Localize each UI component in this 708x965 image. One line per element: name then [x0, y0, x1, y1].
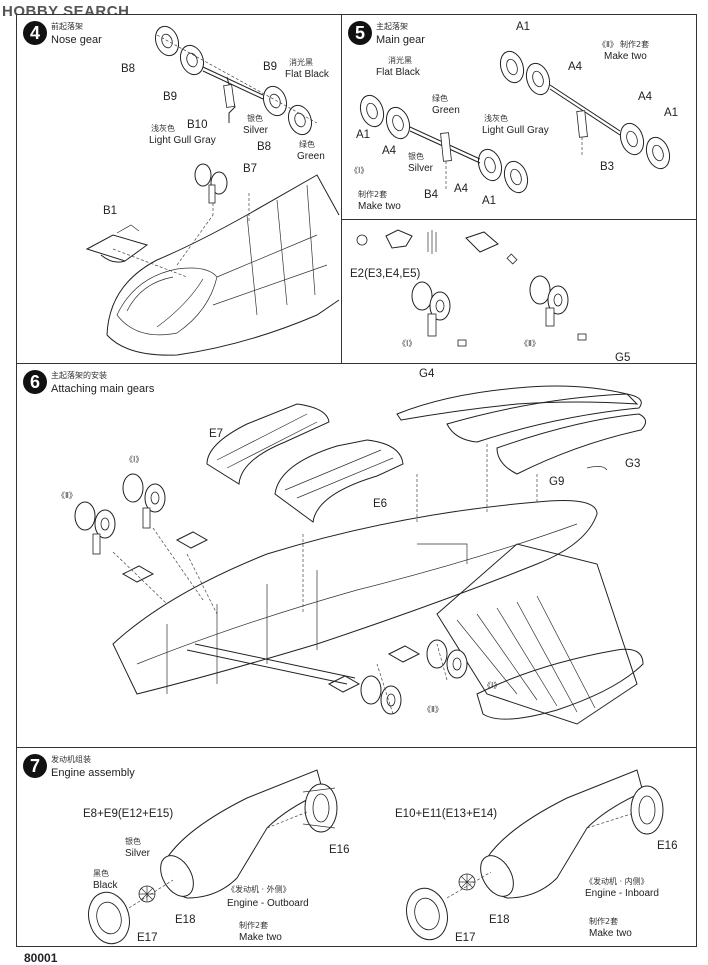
part-a4-bottom: A4: [454, 183, 469, 195]
step5-number: 5: [348, 21, 372, 45]
step7-panel: 7 发动机组装 Engine assembly: [16, 747, 697, 947]
e2-roman-ii: 《Ⅱ》: [520, 339, 540, 348]
part-b4: B4: [424, 189, 439, 201]
step5-title-en: Main gear: [376, 34, 425, 46]
part-g3: G3: [625, 458, 641, 470]
engine-right-e17: E17: [455, 932, 476, 944]
part-a1-right: A1: [664, 107, 679, 119]
part-b8-top: B8: [121, 63, 136, 75]
part-e7: E7: [209, 428, 224, 440]
page-number: 80001: [24, 951, 58, 965]
step6-roman-i: 《Ⅰ》: [125, 455, 144, 464]
part-e6: E6: [373, 498, 388, 510]
main-gear-attach-diagram: [74, 385, 646, 725]
part-b3: B3: [600, 161, 615, 173]
step5-make-two-en: Make two: [604, 51, 647, 62]
engine-left-silver-cn: 银色: [125, 837, 141, 846]
engine-right-label: E10+E11(E13+E14): [395, 808, 498, 820]
step5-flat-black-en: Flat Black: [376, 67, 420, 78]
step7-title-cn: 发动机组装: [51, 755, 91, 764]
silver-en: Silver: [243, 125, 269, 136]
step6-roman-i-b: 《Ⅰ》: [483, 681, 502, 690]
engine-left-e16: E16: [329, 844, 350, 856]
e2-gear-diagram: [356, 229, 587, 347]
step5-roman-ii: 《Ⅱ》: [598, 40, 618, 49]
part-a1-bottom: A1: [482, 195, 497, 207]
step5-silver-cn: 银色: [408, 152, 424, 161]
green-cn: 绿色: [299, 140, 315, 149]
engine-right-make-two-cn: 制作2套: [589, 917, 619, 926]
part-b9-left: B9: [163, 91, 178, 103]
nose-gear-diagram: [85, 25, 340, 356]
engine-left-black-en: Black: [93, 880, 118, 891]
engine-left-e17: E17: [137, 932, 158, 944]
step7-title-en: Engine assembly: [51, 767, 135, 779]
engine-left-engine-en: Engine - Outboard: [227, 898, 309, 909]
light-gull-cn: 浅灰色: [151, 124, 175, 133]
step5-flat-black-cn: 消光黑: [388, 56, 412, 65]
engine-right-e16: E16: [657, 840, 678, 852]
step5-light-gull-cn: 浅灰色: [484, 114, 508, 123]
step7-number: 7: [23, 754, 47, 778]
part-g4: G4: [419, 368, 435, 380]
part-a4-right: A4: [638, 91, 653, 103]
flat-black-cn: 消光黑: [289, 58, 313, 67]
step5-make-two-cn-b: 制作2套: [358, 190, 388, 199]
step4-number: 4: [23, 21, 47, 45]
part-b8-bottom: B8: [257, 141, 272, 153]
engine-left-make-two-en: Make two: [239, 932, 282, 943]
step4-title-en: Nose gear: [51, 34, 102, 46]
part-a4-left: A4: [382, 145, 397, 157]
part-g9: G9: [549, 476, 565, 488]
part-b7: B7: [243, 163, 258, 175]
step6-title-cn: 主起落架的安装: [51, 371, 107, 380]
engine-left-label: E8+E9(E12+E15): [83, 808, 174, 820]
e2-subpanel: E2(E3,E4,E5) 《Ⅰ》 《Ⅱ》: [341, 219, 697, 364]
engine-right-engine-en: Engine - Inboard: [585, 888, 659, 899]
flat-black-en: Flat Black: [285, 69, 329, 80]
step4-panel: 4 前起落架 Nose gear: [16, 14, 342, 364]
e2-roman-i: 《Ⅰ》: [398, 339, 417, 348]
step5-green-en: Green: [432, 105, 460, 116]
silver-cn: 银色: [247, 114, 263, 123]
step5-make-two-en-b: Make two: [358, 201, 401, 212]
engine-left-black-cn: 黑色: [93, 869, 109, 878]
part-b9-right: B9: [263, 61, 278, 73]
step5-silver-en: Silver: [408, 163, 434, 174]
engine-right-make-two-en: Make two: [589, 928, 632, 939]
step5-light-gull-en: Light Gull Gray: [482, 125, 549, 136]
step6-number: 6: [23, 370, 47, 394]
part-a4-top: A4: [568, 61, 583, 73]
light-gull-en: Light Gull Gray: [149, 135, 216, 146]
engine-left-engine-cn: 《发动机 · 外侧》: [227, 885, 291, 894]
part-g5: G5: [615, 352, 631, 364]
part-b1: B1: [103, 205, 118, 217]
green-en: Green: [297, 151, 325, 162]
step5-green-cn: 绿色: [432, 94, 448, 103]
e2-label: E2(E3,E4,E5): [350, 268, 421, 280]
engine-left-make-two-cn: 制作2套: [239, 921, 269, 930]
engine-left-e18: E18: [175, 914, 196, 926]
step5-title-cn: 主起落架: [376, 22, 408, 31]
part-a1-left: A1: [356, 129, 371, 141]
step6-title-en: Attaching main gears: [51, 383, 155, 395]
engine-left-silver-en: Silver: [125, 848, 151, 859]
main-gear-diagram: [359, 50, 671, 194]
step4-title-cn: 前起落架: [51, 22, 83, 31]
part-b10: B10: [187, 119, 208, 131]
step6-roman-ii-b: 《Ⅱ》: [423, 705, 443, 714]
step5-make-two-cn: 制作2套: [620, 40, 650, 49]
engine-right-engine-cn: 《发动机 · 内侧》: [585, 877, 649, 886]
part-a1-top: A1: [516, 21, 531, 33]
step5-panel: 5 主起落架 Main gear: [341, 14, 697, 220]
engine-right-e18: E18: [489, 914, 510, 926]
engine-assembly-diagram: [88, 769, 664, 945]
step6-panel: 6 主起落架的安装 Attaching main gears: [16, 352, 697, 748]
step6-roman-ii: 《Ⅱ》: [57, 491, 77, 500]
step5-roman-i: 《Ⅰ》: [350, 166, 369, 175]
